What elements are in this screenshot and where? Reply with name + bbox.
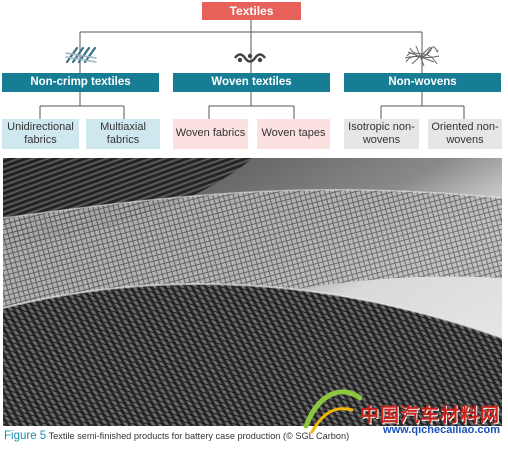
leaf-multiaxial-fabrics: Multiaxial fabrics	[86, 119, 160, 149]
watermark-logo: 中国汽车材料网 www.qichecailiao.com	[302, 380, 508, 436]
leaf-oriented-non-wovens: Oriented non-wovens	[428, 119, 502, 149]
leaf-unidirectional-fabrics: Unidirectional fabrics	[2, 119, 79, 149]
caption-text: Textile semi-finished products for batte…	[48, 431, 350, 441]
watermark-swoosh-icon	[303, 389, 362, 434]
category-non-crimp-textiles: Non-crimp textiles	[2, 73, 159, 92]
leaf-woven-tapes: Woven tapes	[257, 119, 330, 149]
non-crimp-fiber-icon	[65, 46, 97, 64]
tangled-fiber-icon	[404, 45, 440, 67]
category-non-wovens: Non-wovens	[344, 73, 501, 92]
watermark-url: www.qichecailiao.com	[383, 424, 500, 436]
figure-caption: Figure 5 Textile semi-finished products …	[4, 430, 349, 442]
category-woven-textiles: Woven textiles	[173, 73, 330, 92]
figure-number: Figure 5	[4, 430, 47, 442]
weave-wave-icon	[234, 53, 266, 63]
watermark-text: 中国汽车材料网	[359, 405, 500, 426]
connector-lines	[39, 20, 465, 119]
leaf-woven-fabrics: Woven fabrics	[173, 119, 248, 149]
leaf-isotropic-non-wovens: Isotropic non-wovens	[344, 119, 419, 149]
root-node: Textiles	[202, 2, 301, 20]
carbon-fabric-photo	[3, 158, 502, 426]
